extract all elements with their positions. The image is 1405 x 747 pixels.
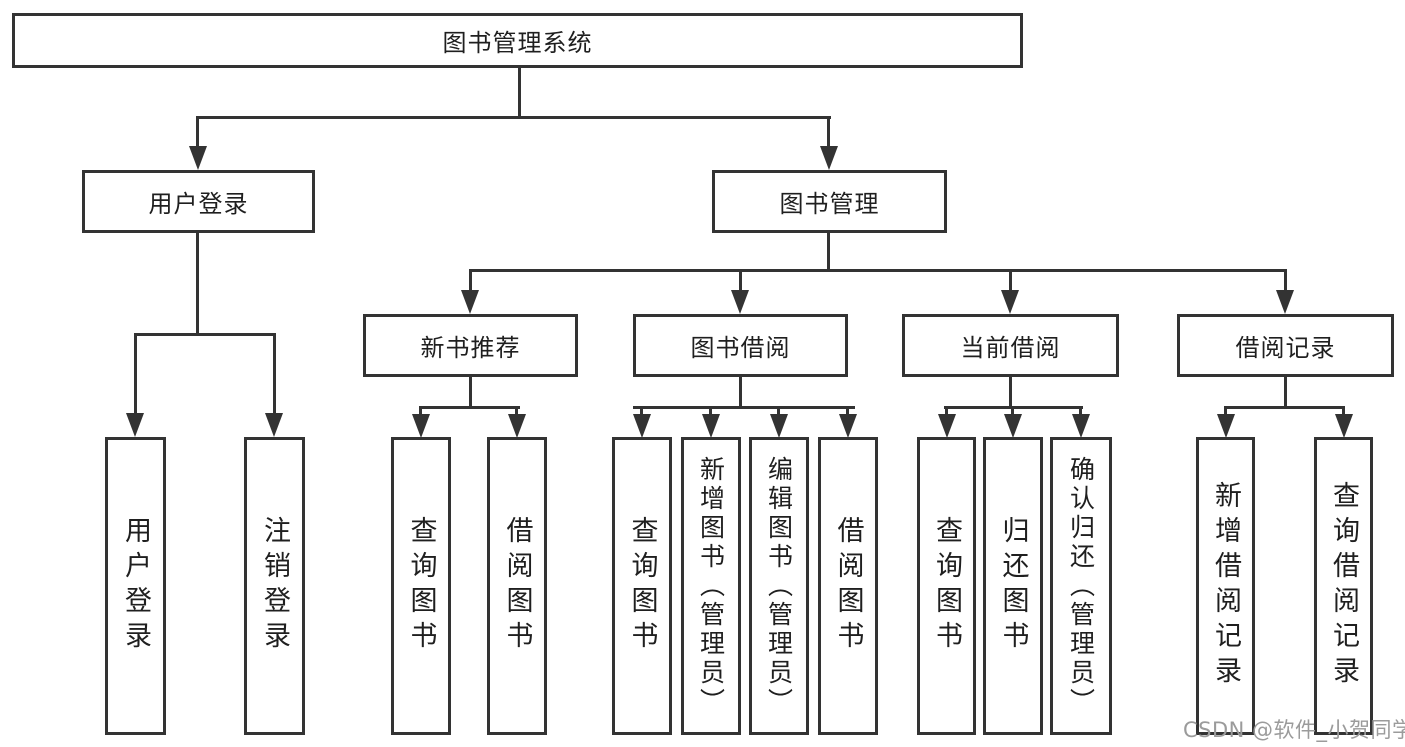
connector-leaf-stub	[419, 406, 422, 416]
leaf-label: 借阅图书	[501, 516, 533, 656]
connector-new-book-rail	[419, 406, 520, 409]
connector-root-stem	[518, 66, 521, 118]
connector-to-borrowing-records	[1284, 269, 1287, 292]
leaf-borrow-books-borrowing: 借阅图书	[818, 437, 878, 735]
node-current-borrowing: 当前借阅	[902, 314, 1119, 377]
arrow-down-icon	[412, 414, 430, 438]
node-library-system: 图书管理系统	[12, 13, 1023, 68]
leaf-add-book-admin: 新增图书（管理员）	[681, 437, 741, 735]
arrow-down-icon	[839, 414, 857, 438]
leaf-label: 归还图书	[997, 516, 1029, 656]
connector-borrowing-records-stem	[1284, 375, 1287, 408]
arrow-down-icon	[1001, 290, 1019, 314]
node-label: 图书管理系统	[442, 29, 593, 57]
arrow-down-icon	[938, 414, 956, 438]
leaf-logout: 注销登录	[244, 437, 305, 735]
node-label: 图书借阅	[690, 334, 791, 362]
node-label: 图书管理	[779, 190, 880, 218]
arrow-down-icon	[265, 413, 283, 437]
leaf-label: 查询图书	[931, 516, 962, 656]
arrow-down-icon	[702, 414, 720, 438]
arrow-down-icon	[1072, 414, 1090, 438]
connector-leaf-stub	[846, 406, 849, 416]
node-label: 新书推荐	[420, 334, 521, 362]
connector-to-book-management	[827, 116, 830, 148]
csdn-watermark: CSDN @软件_小贺同学	[1183, 718, 1405, 742]
node-new-book-recommendation: 新书推荐	[363, 314, 578, 377]
connector-book-borrowing-rail	[633, 406, 855, 409]
leaf-borrow-books-recommend: 借阅图书	[487, 437, 547, 735]
connector-leaf-stub	[1224, 406, 1227, 416]
arrow-down-icon	[731, 290, 749, 314]
connector-leaf-stub	[640, 406, 643, 416]
connector-user-login-stem	[196, 231, 199, 336]
leaf-label: 借阅图书	[832, 516, 864, 656]
node-user-login: 用户登录	[82, 170, 315, 233]
connector-book-mgmt-stem	[827, 231, 830, 271]
leaf-user-login: 用户登录	[105, 437, 166, 735]
connector-leaf-stub	[1011, 406, 1014, 416]
arrow-down-icon	[820, 146, 838, 170]
leaf-label: 注销登录	[259, 516, 290, 656]
leaf-label: 查询图书	[405, 516, 437, 656]
arrow-down-icon	[189, 146, 207, 170]
arrow-down-icon	[1004, 414, 1022, 438]
connector-to-leaf-user-login	[134, 333, 137, 415]
connector-book-borrowing-stem	[739, 375, 742, 408]
connector-leaf-stub	[945, 406, 948, 416]
leaf-query-books-borrowing: 查询图书	[612, 437, 672, 735]
leaf-return-books: 归还图书	[983, 437, 1043, 735]
arrow-down-icon	[633, 414, 651, 438]
arrow-down-icon	[461, 290, 479, 314]
arrow-down-icon	[770, 414, 788, 438]
node-label: 当前借阅	[960, 334, 1061, 362]
connector-borrowing-records-rail	[1224, 406, 1345, 409]
connector-to-leaf-logout	[273, 333, 276, 415]
leaf-query-books-current: 查询图书	[917, 437, 976, 735]
leaf-label: 查询借阅记录	[1328, 481, 1359, 691]
leaf-label: 用户登录	[120, 516, 151, 656]
leaf-confirm-return-admin: 确认归还（管理员）	[1050, 437, 1112, 735]
leaf-label: 新增图书（管理员）	[696, 455, 726, 717]
leaf-query-books-recommend: 查询图书	[391, 437, 451, 735]
connector-to-new-book	[469, 269, 472, 292]
node-book-borrowing: 图书借阅	[633, 314, 848, 377]
leaf-label: 新增借阅记录	[1210, 481, 1241, 691]
leaf-label: 确认归还（管理员）	[1066, 455, 1096, 717]
arrow-down-icon	[1217, 414, 1235, 438]
node-label: 用户登录	[148, 190, 249, 218]
connector-level1-rail	[197, 116, 831, 119]
leaf-add-borrow-record: 新增借阅记录	[1196, 437, 1255, 735]
leaf-query-borrow-record: 查询借阅记录	[1314, 437, 1373, 735]
arrow-down-icon	[1276, 290, 1294, 314]
connector-leaf-stub	[777, 406, 780, 416]
arrow-down-icon	[126, 413, 144, 437]
connector-user-login-rail	[134, 333, 276, 336]
connector-leaf-stub	[515, 406, 518, 416]
arrow-down-icon	[1335, 414, 1353, 438]
connector-to-user-login	[196, 116, 199, 148]
connector-leaf-stub	[709, 406, 712, 416]
leaf-edit-book-admin: 编辑图书（管理员）	[749, 437, 809, 735]
connector-leaf-stub	[1079, 406, 1082, 416]
node-borrowing-records: 借阅记录	[1177, 314, 1394, 377]
connector-new-book-stem	[469, 375, 472, 408]
connector-book-mgmt-rail	[469, 269, 1287, 272]
connector-to-book-borrowing	[739, 269, 742, 292]
leaf-label: 查询图书	[626, 516, 658, 656]
connector-leaf-stub	[1342, 406, 1345, 416]
arrow-down-icon	[508, 414, 526, 438]
connector-to-current-borrowing	[1009, 269, 1012, 292]
node-book-management: 图书管理	[712, 170, 947, 233]
node-label: 借阅记录	[1235, 334, 1336, 362]
leaf-label: 编辑图书（管理员）	[764, 455, 794, 717]
connector-current-borrowing-stem	[1009, 375, 1012, 408]
